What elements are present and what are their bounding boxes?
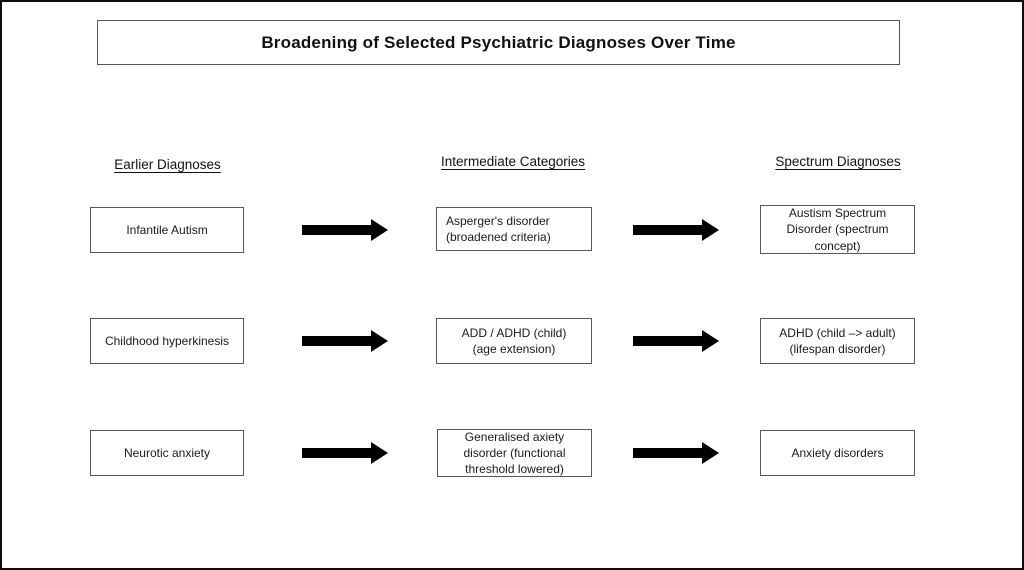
arrow-shaft xyxy=(302,448,371,458)
box-spectrum-adhd-lifespan-disorder: ADHD (child –> adult) (lifespan disorder… xyxy=(760,318,915,364)
box-earlier-childhood-hyperkinesis: Childhood hyperkinesis xyxy=(90,318,244,364)
column-header-earlier-diagnoses: Earlier Diagnoses xyxy=(114,157,221,172)
box-intermediate-generalised-anxiety-disorder: Generalised axiety disorder (functional … xyxy=(437,429,592,477)
arrow-head xyxy=(702,219,719,241)
page-title: Broadening of Selected Psychiatric Diagn… xyxy=(261,32,736,52)
arrow-shaft xyxy=(633,336,702,346)
arrow-shaft xyxy=(302,225,371,235)
arrow-right-icon xyxy=(302,219,388,241)
box-intermediate-add-adhd-child: ADD / ADHD (child) (age extension) xyxy=(436,318,592,364)
box-earlier-infantile-autism: Infantile Autism xyxy=(90,207,244,253)
arrow-right-icon xyxy=(633,442,719,464)
diagram-title-box: Broadening of Selected Psychiatric Diagn… xyxy=(97,20,900,65)
box-earlier-neurotic-anxiety: Neurotic anxiety xyxy=(90,430,244,476)
box-spectrum-autism-spectrum-disorder: Austism Spectrum Disorder (spectrum conc… xyxy=(760,205,915,254)
box-intermediate-aspergers-disorder: Asperger's disorder (broadened criteria) xyxy=(436,207,592,251)
arrow-head xyxy=(371,330,388,352)
arrow-head xyxy=(702,330,719,352)
column-header-spectrum-diagnoses: Spectrum Diagnoses xyxy=(775,154,901,169)
arrow-right-icon xyxy=(302,442,388,464)
arrow-right-icon xyxy=(302,330,388,352)
arrow-right-icon xyxy=(633,330,719,352)
arrow-head xyxy=(371,219,388,241)
arrow-shaft xyxy=(633,225,702,235)
arrow-head xyxy=(702,442,719,464)
column-header-intermediate-categories: Intermediate Categories xyxy=(440,154,586,169)
arrow-shaft xyxy=(302,336,371,346)
box-spectrum-anxiety-disorders: Anxiety disorders xyxy=(760,430,915,476)
arrow-shaft xyxy=(633,448,702,458)
arrow-head xyxy=(371,442,388,464)
arrow-right-icon xyxy=(633,219,719,241)
